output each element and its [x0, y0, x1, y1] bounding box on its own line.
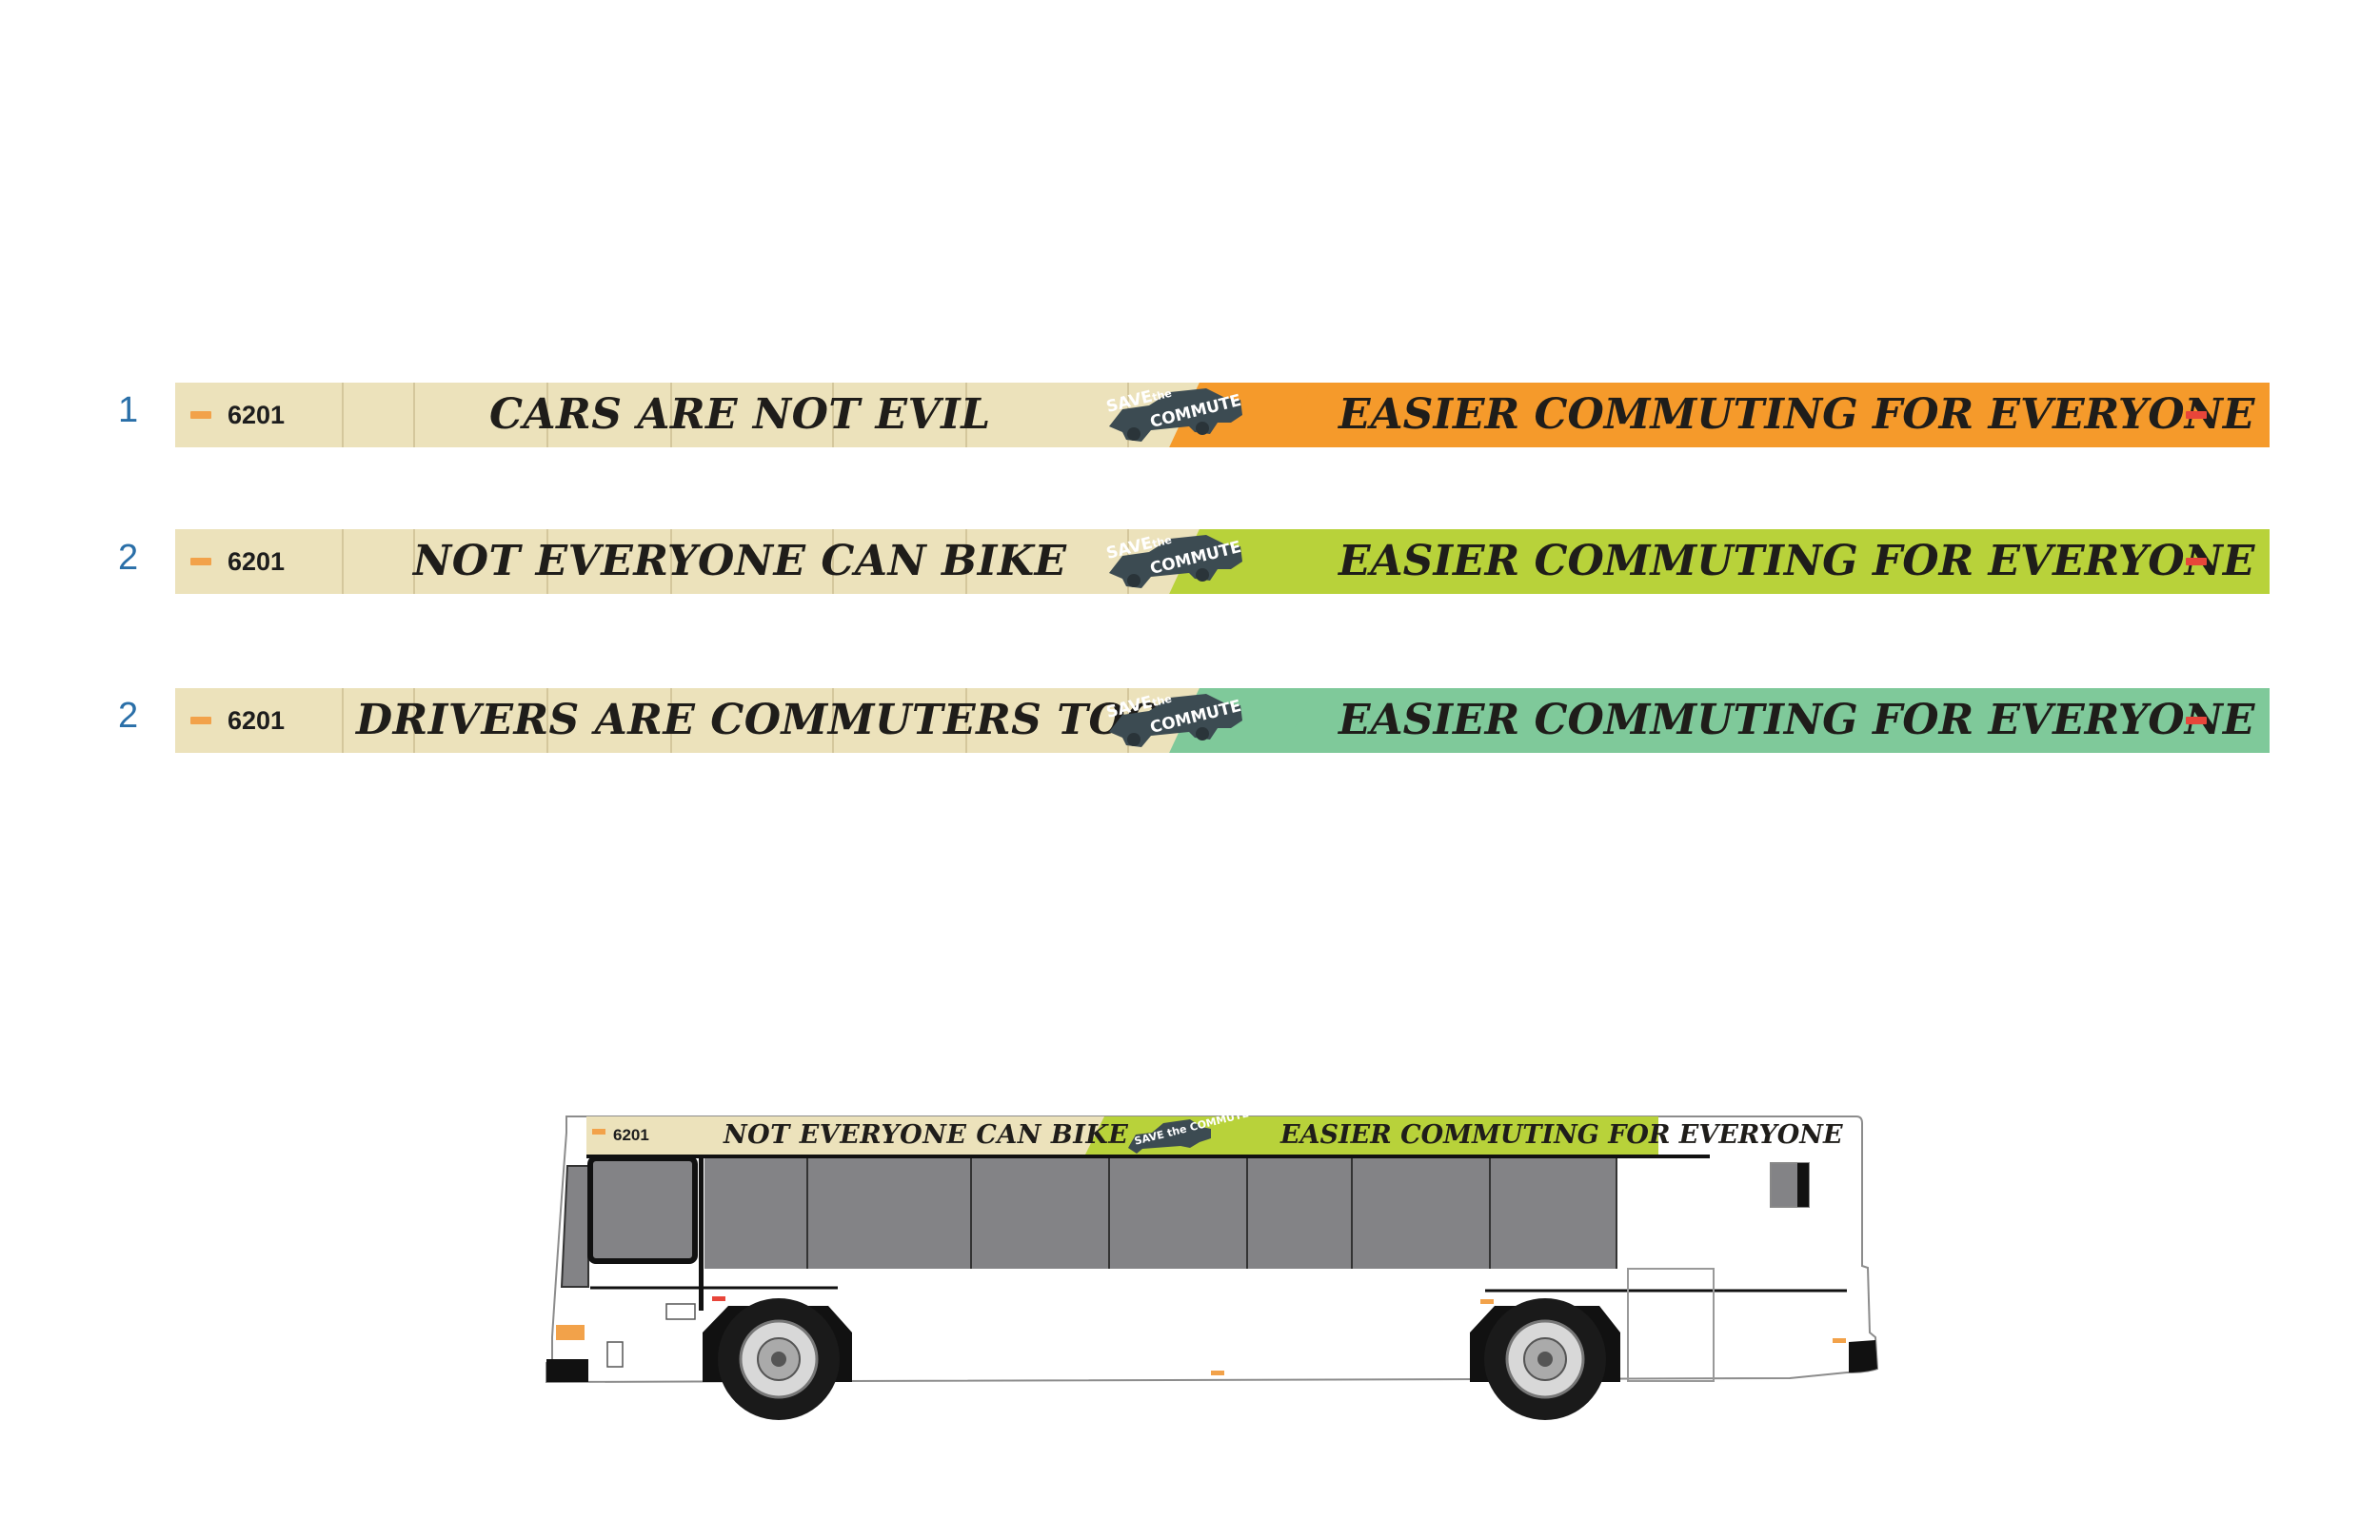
tag-icon	[190, 558, 211, 565]
banner-number-2: 2	[118, 538, 139, 578]
color-panel	[1241, 529, 2270, 594]
fleet-number: 6201	[228, 547, 286, 576]
wood-background	[175, 688, 1241, 753]
car-logo-icon	[1109, 388, 1242, 442]
tag-icon	[2186, 411, 2207, 419]
color-panel	[1241, 383, 2270, 447]
banner-1: 6201 CARS ARE NOT EVIL SAVEthe COMMUTE E…	[175, 383, 2270, 447]
front-wheel-icon	[718, 1298, 840, 1420]
headline: DRIVERS ARE COMMUTERS TOO	[356, 696, 1163, 744]
bus-fleet-number: 6201	[613, 1126, 649, 1144]
headline: CARS ARE NOT EVIL	[489, 390, 991, 439]
bus-slogan: EASIER COMMUTING FOR EVERYONE	[1280, 1120, 1843, 1150]
bus-illustration: 6201 NOT EVERYONE CAN BIKE SAVE the COMM…	[533, 1104, 1885, 1447]
banner-number-3: 2	[118, 696, 139, 736]
save-the-commute-logo: SAVEthe COMMUTE	[1103, 690, 1246, 753]
bus-headline: NOT EVERYONE CAN BIKE	[724, 1120, 1129, 1150]
color-panel	[1241, 688, 2270, 753]
wheels	[718, 1298, 1606, 1420]
tag-icon	[2186, 717, 2207, 724]
banner-3: 6201 DRIVERS ARE COMMUTERS TOO SAVEthe C…	[175, 688, 2270, 753]
fleet-number: 6201	[228, 401, 286, 429]
headline: NOT EVERYONE CAN BIKE	[413, 537, 1067, 585]
wood-background	[175, 529, 1241, 594]
fleet-number: 6201	[228, 706, 286, 735]
slogan: EASIER COMMUTING FOR EVERYONE	[1339, 537, 2255, 585]
slogan: EASIER COMMUTING FOR EVERYONE	[1339, 696, 2255, 744]
save-the-commute-logo: SAVEthe COMMUTE	[1103, 531, 1246, 594]
tag-icon	[2186, 558, 2207, 565]
car-logo-icon	[1109, 694, 1242, 747]
car-logo-icon	[1109, 535, 1242, 588]
tag-icon	[190, 411, 211, 419]
banner-2: 6201 NOT EVERYONE CAN BIKE SAVEthe COMMU…	[175, 529, 2270, 594]
rear-wheel-icon	[1484, 1298, 1606, 1420]
save-the-commute-logo: SAVEthe COMMUTE	[1103, 385, 1246, 447]
slogan: EASIER COMMUTING FOR EVERYONE	[1339, 390, 2255, 439]
tag-icon	[190, 717, 211, 724]
banner-number-1: 1	[118, 390, 139, 430]
